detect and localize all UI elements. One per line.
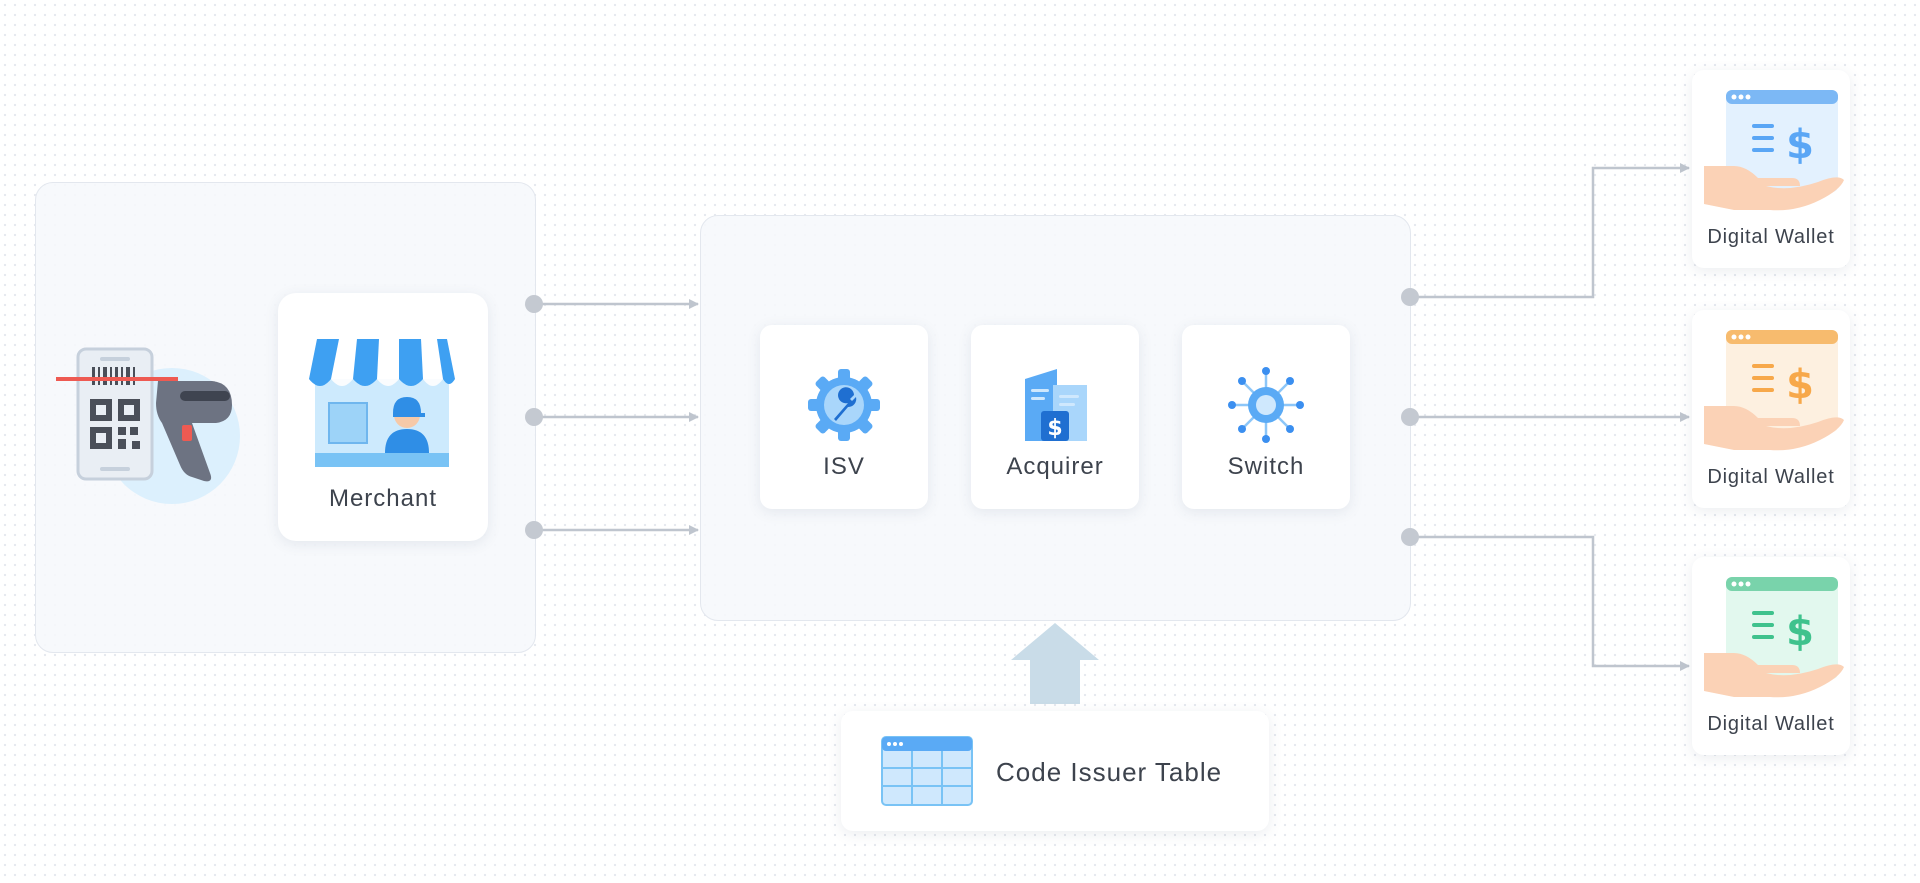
connector-dot xyxy=(525,521,543,539)
center-to-wallet-arrow xyxy=(1410,163,1690,299)
center-to-wallet-arrow xyxy=(1410,535,1690,671)
storefront-icon xyxy=(309,339,455,467)
isv-label: ISV xyxy=(823,453,865,480)
acquirer-label: Acquirer xyxy=(1006,453,1104,480)
code-issuer-table-label: Code Issuer Table xyxy=(996,757,1223,787)
wallet-hand-icon: $ xyxy=(1704,577,1844,698)
isv-card[interactable]: ISV xyxy=(760,325,928,509)
table-icon xyxy=(881,736,973,806)
svg-text:$: $ xyxy=(1786,609,1814,655)
building-dollar-icon: $ xyxy=(1025,369,1087,441)
connector-dot xyxy=(1401,288,1419,306)
switch-card[interactable]: Switch xyxy=(1182,325,1350,509)
digital-wallet-card[interactable]: $ Digital Wallet xyxy=(1692,310,1850,508)
wallet-hand-icon: $ xyxy=(1704,330,1844,451)
digital-wallet-label: Digital Wallet xyxy=(1707,226,1835,248)
digital-wallet-card[interactable]: $ Digital Wallet xyxy=(1692,70,1850,268)
wallet-hand-icon: $ xyxy=(1704,90,1844,211)
digital-wallet-card[interactable]: $ Digital Wallet xyxy=(1692,557,1850,755)
merchant-card[interactable]: Merchant xyxy=(278,293,488,541)
switch-label: Switch xyxy=(1227,453,1305,480)
digital-wallet-label: Digital Wallet xyxy=(1707,466,1835,488)
qr-scanner-icon xyxy=(52,345,242,510)
up-arrow xyxy=(1011,623,1099,704)
network-hub-icon xyxy=(1228,367,1304,443)
digital-wallet-label: Digital Wallet xyxy=(1707,713,1835,735)
svg-text:$: $ xyxy=(1786,362,1814,408)
gear-wrench-icon xyxy=(808,369,880,441)
connector-dot xyxy=(1401,408,1419,426)
connector-dot xyxy=(1401,528,1419,546)
merchant-label: Merchant xyxy=(328,485,438,512)
svg-text:$: $ xyxy=(1047,416,1062,441)
connector-dot xyxy=(525,295,543,313)
acquirer-card[interactable]: $ Acquirer xyxy=(971,325,1139,509)
code-issuer-table-card[interactable]: Code Issuer Table xyxy=(841,711,1269,831)
svg-text:$: $ xyxy=(1786,122,1814,168)
connector-dot xyxy=(525,408,543,426)
